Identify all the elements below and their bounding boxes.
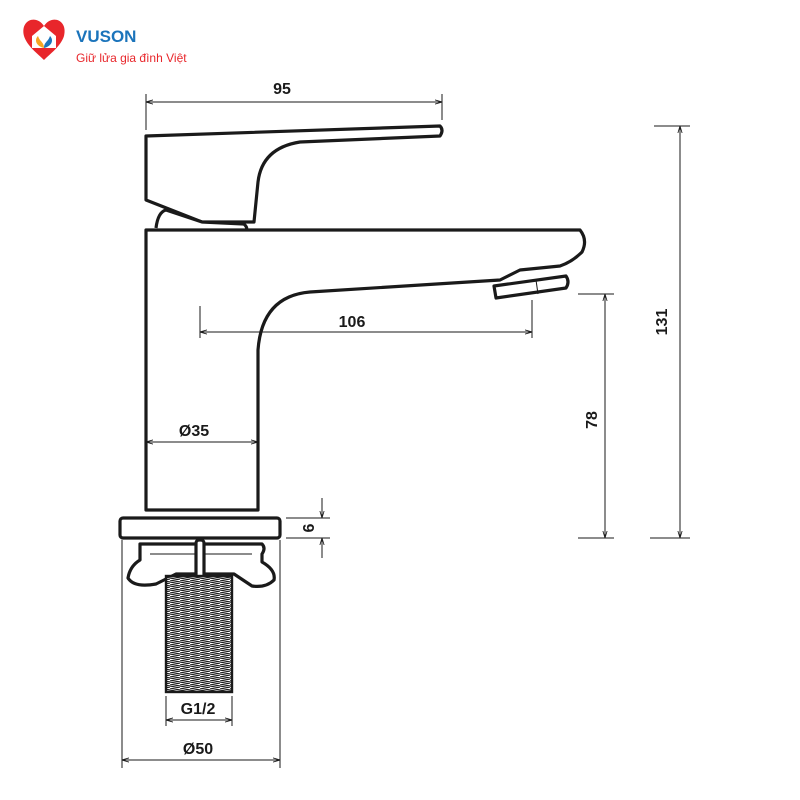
dimension-body-diameter: Ø35 — [146, 423, 258, 442]
spout-aerator — [492, 274, 570, 300]
brand-name: VUSON — [76, 27, 136, 46]
dimension-label-d35: Ø35 — [179, 423, 209, 440]
threaded-shank — [164, 574, 234, 694]
dimension-total-height: 131 — [650, 125, 690, 539]
house-heart-logo-icon — [23, 19, 65, 60]
dimension-spout-reach: 106 — [199, 300, 533, 338]
dimension-label-g12: G1/2 — [181, 701, 216, 718]
dimension-thread: G1/2 — [165, 696, 233, 726]
faucet-body — [118, 124, 587, 694]
brand-slogan: Giữ lửa gia đình Việt — [76, 51, 187, 65]
dimension-flange-height: 6 — [286, 498, 330, 558]
dimension-width-top: 95 — [145, 81, 443, 130]
dimension-spout-height: 78 — [578, 293, 614, 539]
dimension-label-95: 95 — [273, 81, 291, 98]
dimension-base-diameter: Ø50 — [121, 540, 281, 768]
dimension-label-78: 78 — [584, 411, 601, 429]
dimension-label-131: 131 — [654, 309, 671, 336]
dimension-label-106: 106 — [339, 314, 366, 331]
dimension-label-6: 6 — [301, 523, 318, 532]
dimension-label-d50: Ø50 — [183, 741, 213, 758]
brand-logo: VUSON Giữ lửa gia đình Việt — [23, 19, 187, 65]
base-flange — [118, 516, 282, 540]
main-body-spout — [144, 228, 587, 512]
lever-handle — [144, 124, 444, 224]
